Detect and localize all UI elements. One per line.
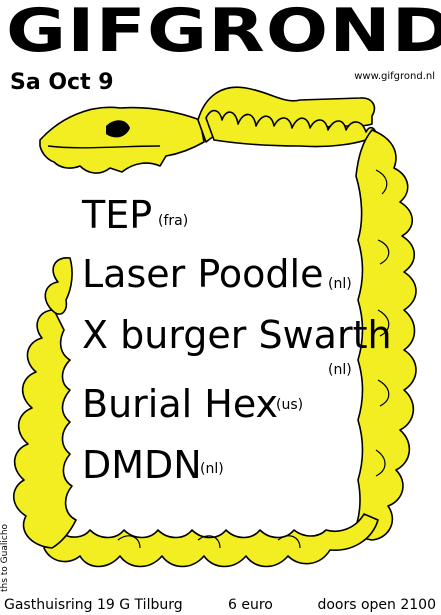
venue-address: Gasthuisring 19 G Tilburg bbox=[4, 597, 183, 613]
right-body-segment bbox=[351, 129, 417, 541]
left-body-segment bbox=[12, 309, 77, 549]
poster-title: GIFGROND bbox=[6, 0, 441, 66]
doors-time: doors open 2100 bbox=[317, 597, 436, 613]
lineup-act-origin: (nl) bbox=[328, 276, 352, 292]
lineup-act-name: TEP bbox=[82, 193, 153, 237]
lineup-act-name: Burial Hex bbox=[82, 382, 279, 426]
lineup-act-origin: (fra) bbox=[158, 213, 189, 229]
skull-head bbox=[39, 106, 205, 174]
ticket-price: 6 euro bbox=[228, 597, 273, 613]
lineup-act-name: DMDN bbox=[82, 443, 202, 487]
lineup-act-name: X burger Swarth bbox=[82, 313, 392, 357]
bottom-body-segment bbox=[43, 513, 379, 568]
bottom-body-rib-lines bbox=[117, 535, 301, 549]
tail-segment bbox=[44, 257, 73, 315]
website-link[interactable]: www.gifgrond.nl bbox=[354, 71, 435, 82]
lineup-act-origin: (nl) bbox=[328, 362, 352, 378]
top-body-segment bbox=[205, 109, 377, 148]
right-body-rib-lines bbox=[375, 169, 390, 477]
lineup-act-origin: (nl) bbox=[200, 461, 224, 477]
artist-credit: ths to Gualicho bbox=[0, 523, 10, 592]
skull-jaw-line bbox=[47, 145, 161, 149]
lineup-act-origin: (us) bbox=[276, 397, 304, 413]
skull-eye bbox=[106, 120, 130, 138]
event-footer: Gasthuisring 19 G Tilburg 6 euro doors o… bbox=[4, 596, 436, 614]
event-date: Sa Oct 9 bbox=[10, 70, 114, 95]
lineup-act-name: Laser Poodle bbox=[82, 252, 324, 296]
